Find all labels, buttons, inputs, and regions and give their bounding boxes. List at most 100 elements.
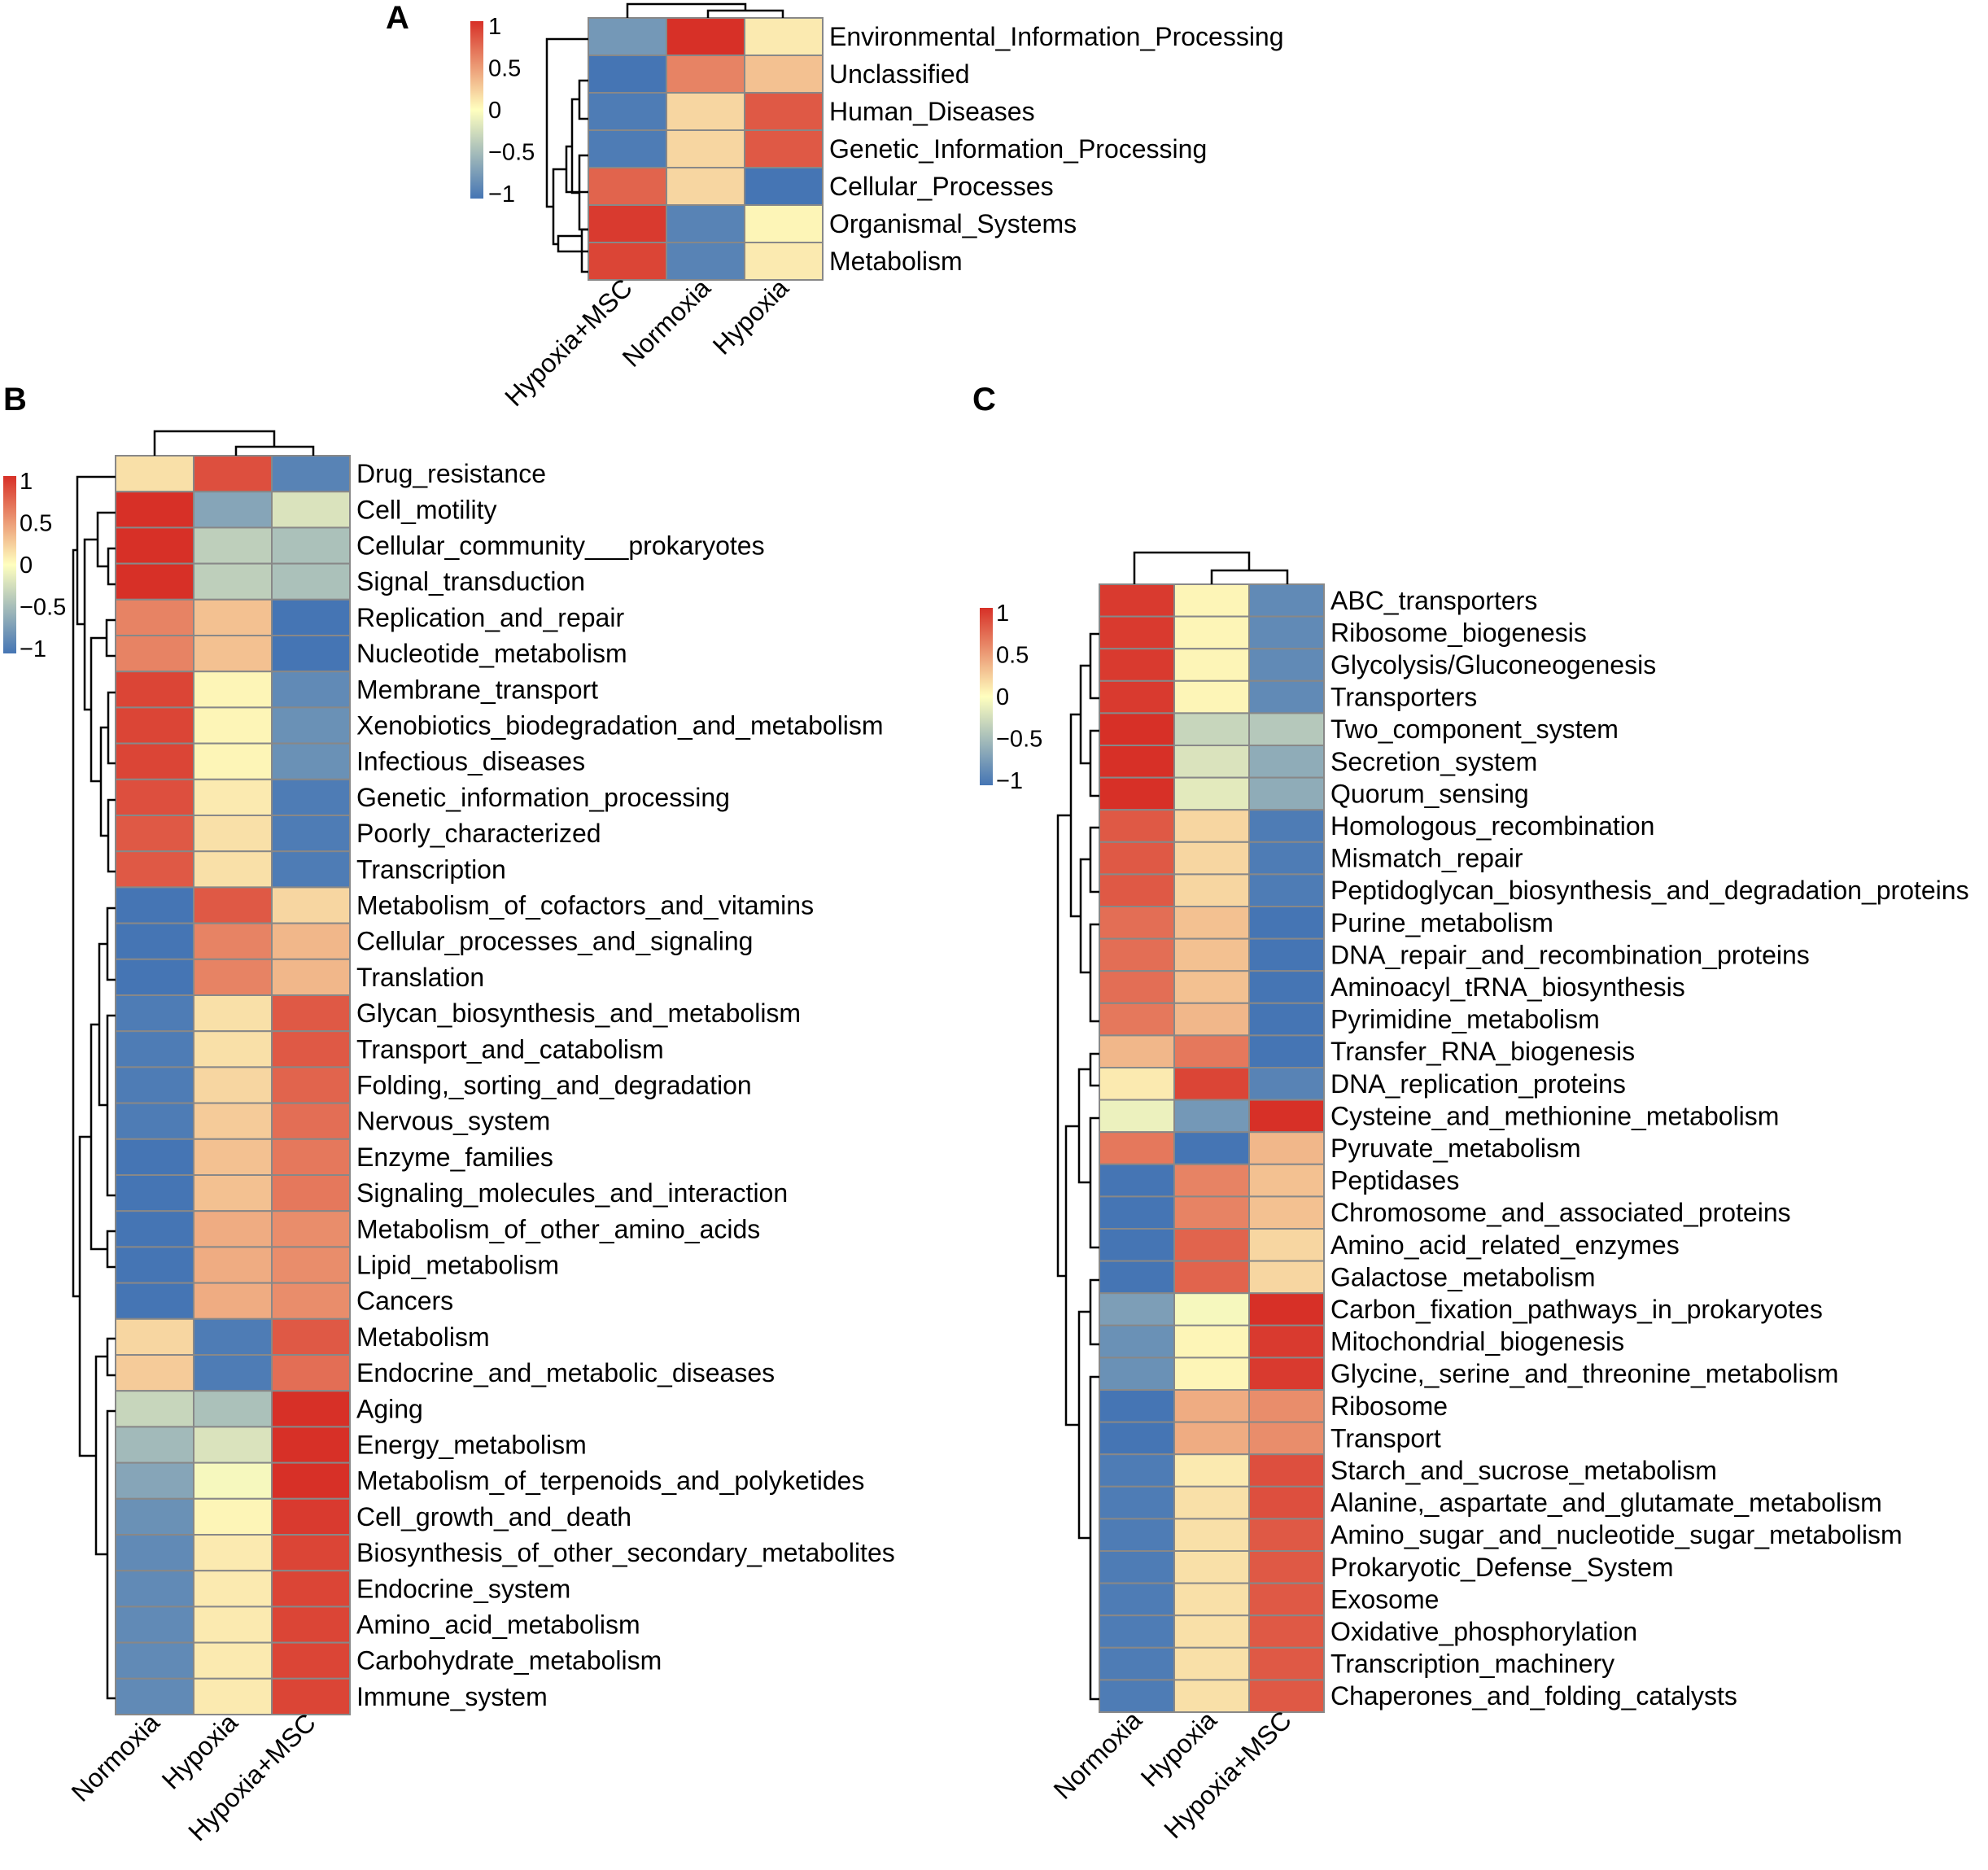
- heatmap-cell: [1248, 906, 1325, 940]
- row-dendrogram-b: [72, 475, 116, 1700]
- heatmap-cell: [271, 671, 351, 709]
- heatmap-cell: [271, 1282, 351, 1320]
- heatmap-cell: [1248, 1485, 1325, 1520]
- heatmap-cell: [1099, 745, 1175, 779]
- colorbar-c: [980, 608, 993, 785]
- heatmap-cell: [666, 242, 745, 281]
- heatmap-cell: [1248, 1389, 1325, 1423]
- heatmap-cell: [271, 1606, 351, 1644]
- heatmap-cell: [271, 1497, 351, 1536]
- heatmap-cell: [1099, 937, 1175, 972]
- heatmap-cell: [1173, 1163, 1250, 1198]
- row-label: Chromosome_and_associated_proteins: [1330, 1198, 1791, 1227]
- heatmap-cell: [1248, 1260, 1325, 1295]
- heatmap-cell: [666, 129, 745, 168]
- column-label: Hypoxia+MSC: [499, 273, 638, 412]
- heatmap-cell: [1248, 1067, 1325, 1101]
- heatmap-cell: [1173, 1067, 1250, 1101]
- heatmap-cell: [588, 167, 667, 206]
- row-label: Unclassified: [829, 59, 970, 89]
- heatmap-cell: [1099, 583, 1175, 618]
- heatmap-cell: [271, 1174, 351, 1212]
- row-label: Poorly_characterized: [356, 819, 601, 848]
- heatmap-cell: [271, 1570, 351, 1608]
- heatmap-cell: [1248, 1163, 1325, 1198]
- heatmap-cell: [1173, 906, 1250, 940]
- heatmap-cell: [271, 778, 351, 816]
- heatmap-cell: [1099, 1550, 1175, 1584]
- panel-c-label: C: [972, 382, 996, 417]
- heatmap-cell: [1248, 776, 1325, 811]
- heatmap-cell: [744, 55, 824, 94]
- heatmap-cell: [193, 1354, 273, 1392]
- heatmap-cell: [193, 778, 273, 816]
- colorbar-tick-label: −1: [488, 181, 515, 208]
- column-dendrogram-c: [1133, 551, 1289, 584]
- heatmap-cell: [193, 1317, 273, 1357]
- heatmap-cell: [666, 17, 745, 56]
- heatmap-cell: [1173, 1550, 1250, 1584]
- heatmap-cell: [1099, 906, 1175, 940]
- heatmap-cell: [115, 1174, 194, 1212]
- heatmap-cell: [1248, 679, 1325, 714]
- heatmap-cell: [588, 92, 667, 131]
- row-label: Metabolism_of_other_amino_acids: [356, 1214, 760, 1243]
- heatmap-cell: [1099, 1679, 1175, 1713]
- heatmap-cell: [1099, 970, 1175, 1004]
- heatmap-cell: [1248, 1582, 1325, 1617]
- row-label: Metabolism: [829, 247, 963, 276]
- row-label: Organismal_Systems: [829, 209, 1077, 238]
- heatmap-cell: [1099, 1582, 1175, 1617]
- row-label: Translation: [356, 963, 484, 992]
- row-label: Glycolysis/Gluconeogenesis: [1330, 650, 1656, 679]
- colorbar-tick-label: 0.5: [20, 511, 52, 537]
- heatmap-cell: [1099, 776, 1175, 811]
- heatmap-cell: [1248, 1099, 1325, 1134]
- heatmap-cell: [1099, 841, 1175, 876]
- heatmap-cell: [115, 526, 194, 565]
- heatmap-cell: [1099, 1099, 1175, 1134]
- heatmap-cell: [193, 455, 273, 493]
- heatmap-cell: [271, 1677, 351, 1716]
- heatmap-cell: [1099, 1518, 1175, 1553]
- heatmap-cell: [193, 1102, 273, 1140]
- heatmap-cell: [744, 92, 824, 131]
- row-label: Metabolism: [356, 1322, 490, 1352]
- heatmap-cell: [1248, 712, 1325, 747]
- heatmap-cell: [271, 815, 351, 853]
- colorbar-tick-label: −1: [996, 768, 1023, 794]
- row-label: Genetic_information_processing: [356, 783, 730, 812]
- heatmap-cell: [1173, 1324, 1250, 1359]
- heatmap-cell: [744, 17, 824, 56]
- heatmap-cell: [1248, 1324, 1325, 1359]
- heatmap-cell: [193, 1030, 273, 1068]
- heatmap-cell: [1173, 745, 1250, 779]
- heatmap-cell: [115, 1606, 194, 1644]
- heatmap-cell: [115, 1570, 194, 1608]
- row-label: Enzyme_families: [356, 1143, 553, 1172]
- heatmap-cell: [1099, 1002, 1175, 1037]
- heatmap-cell: [1173, 1679, 1250, 1713]
- heatmap-cell: [1173, 970, 1250, 1004]
- heatmap-cell: [1248, 1002, 1325, 1037]
- heatmap-cell: [115, 1138, 194, 1177]
- row-label: Cancers: [356, 1287, 453, 1316]
- heatmap-cell: [1173, 1034, 1250, 1069]
- colorbar-b: [3, 476, 16, 653]
- row-label: Ribosome: [1330, 1392, 1448, 1421]
- heatmap-cell: [115, 1390, 194, 1428]
- row-label: Secretion_system: [1330, 747, 1537, 776]
- heatmap-cell: [1248, 745, 1325, 779]
- row-label: Amino_acid_related_enzymes: [1330, 1230, 1680, 1260]
- heatmap-cell: [115, 1426, 194, 1464]
- heatmap-cell: [271, 1534, 351, 1572]
- heatmap-cell: [1248, 937, 1325, 972]
- heatmap-cell: [115, 1497, 194, 1536]
- heatmap-cell: [271, 922, 351, 960]
- heatmap-cell: [193, 1461, 273, 1500]
- heatmap-cell: [1248, 1453, 1325, 1488]
- row-dendrogram-c: [1056, 632, 1099, 1701]
- row-label: Metabolism_of_cofactors_and_vitamins: [356, 891, 814, 920]
- row-label: Lipid_metabolism: [356, 1251, 559, 1280]
- heatmap-cell: [271, 850, 351, 889]
